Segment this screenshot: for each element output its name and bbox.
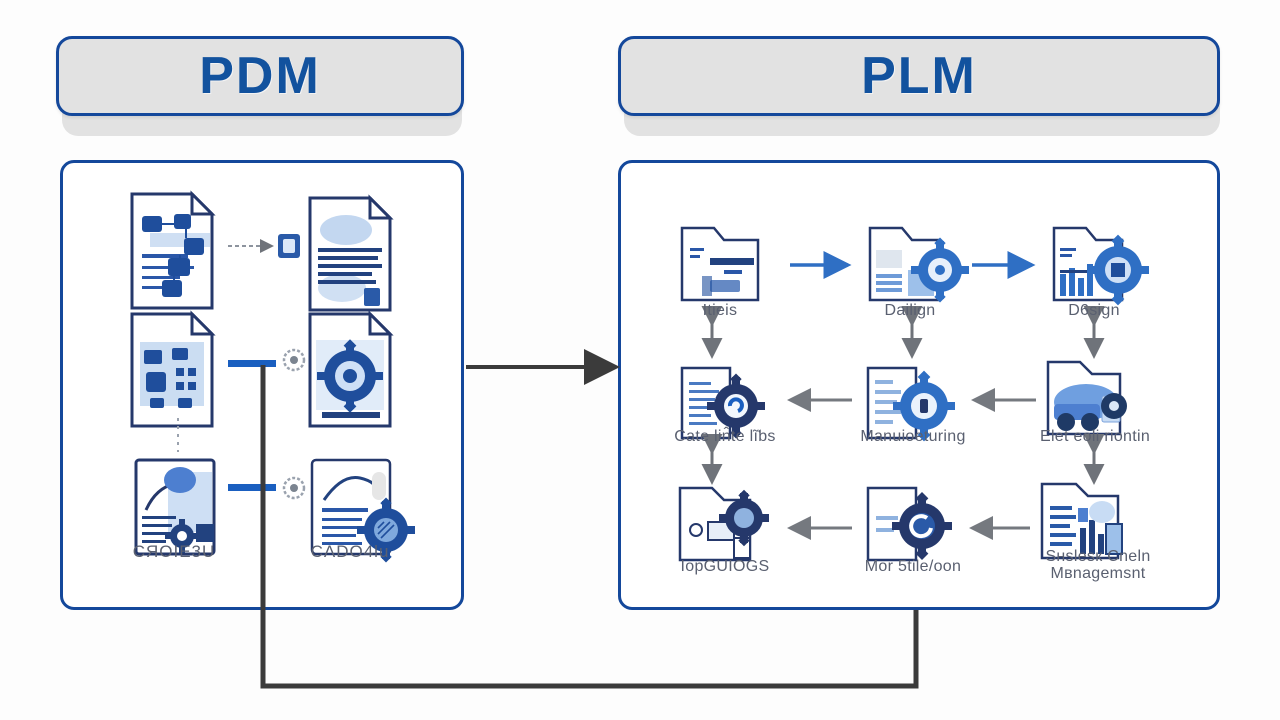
plm-folder-truck-icon	[1046, 360, 1127, 436]
pdm-document-data-icon	[308, 194, 394, 312]
plm-node-r3c3: Sнslеsк Cneln Mвnagemsnt	[1018, 546, 1178, 583]
pdm-node-r3c2: CΛDO4lu	[290, 540, 410, 561]
plm-caption-r3c1: IopGUIOGS	[680, 558, 770, 575]
pdm-node-r3c1: CЯOIE3U	[114, 540, 234, 561]
plm-folder-chart-supply-icon	[1040, 482, 1123, 560]
plm-caption-r3c3: Sнslеsк Cneln Mвnagemsnt	[1045, 548, 1151, 582]
plm-caption-r1c1: Itieis	[702, 302, 738, 319]
pdm-header: PDM	[56, 36, 464, 116]
pdm-document-cad-gear-icon	[310, 458, 415, 563]
plm-caption-r1c3: D6sign	[1068, 302, 1120, 319]
plm-caption-r2c1: Cate lin̂te lĩƅs	[674, 428, 776, 445]
feedback-loop-connector	[260, 365, 919, 689]
plm-vertical-links	[701, 306, 1105, 485]
pdm-badge-icon	[278, 234, 300, 258]
plm-folder-gear-ops-icon	[678, 486, 769, 562]
plm-node-r3c2: Mor 5tile/oon	[838, 556, 988, 576]
pdm-link-r3	[228, 484, 276, 491]
pdm-document-assembly-icon	[130, 310, 216, 428]
pdm-gear-node-r3	[282, 476, 306, 500]
plm-node-r3c1: IopGUIOGS	[650, 556, 800, 576]
plm-header: PLM	[618, 36, 1220, 116]
pdm-document-network-icon	[130, 190, 216, 310]
plm-node-r2c1: Cate lin̂te lĩƅs	[650, 426, 800, 446]
pdm-document-gear-flow-icon	[134, 458, 216, 556]
plm-node-r1c1: Itieis	[660, 300, 780, 320]
pdm-document-gear-icon	[308, 310, 394, 428]
plm-folder-gear-chart-icon	[868, 226, 969, 303]
plm-node-r1c2: Dailign	[850, 300, 970, 320]
plm-caption-r2c3: Elet eoli riontin	[1039, 428, 1151, 445]
pdm-caption-r3c1: CЯOIE3U	[132, 542, 216, 561]
plm-node-r2c2: Manuioeturing	[838, 426, 988, 446]
pdm-gear-node-r2	[282, 348, 306, 372]
pdm-title: PDM	[199, 47, 321, 105]
pdm-caption-r3c2: CΛDO4lu	[310, 542, 390, 561]
plm-caption-r2c2: Manuioeturing	[860, 428, 966, 445]
plm-folder-gear-clock-icon	[866, 486, 952, 562]
plm-node-r2c3: Elet eoli riontin	[1020, 426, 1170, 446]
plm-node-r1c3: D6sign	[1034, 300, 1154, 320]
plm-folder-gear-factory-icon	[1052, 226, 1149, 306]
plm-caption-r1c2: Dailign	[884, 302, 936, 319]
plm-document-gear-manufacturing-icon	[866, 366, 955, 442]
plm-document-gear-list-icon	[680, 366, 765, 440]
pdm-link-r2	[228, 360, 276, 367]
plm-folder-idea-icon	[680, 226, 760, 302]
plm-title: PLM	[861, 47, 977, 105]
plm-caption-r3c2: Mor 5tile/oon	[864, 558, 962, 575]
